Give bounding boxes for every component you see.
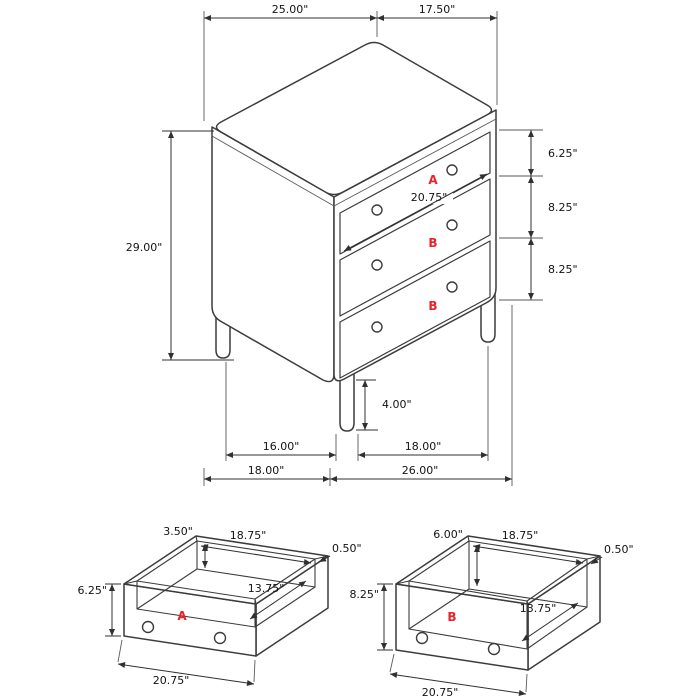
rim-miter — [123, 580, 138, 585]
dim-a-inner-width: 18.75" — [200, 529, 312, 565]
leader-line — [318, 555, 331, 563]
dim-drawer-front-width-label: 20.75" — [411, 191, 448, 204]
dim-drawer-heights: 6.25" 8.25" 8.25" — [499, 129, 578, 301]
dim-b-outer-width: 20.75" — [389, 653, 528, 699]
dim-line — [472, 544, 584, 565]
drawer-a-detail-view: A 3.50" 18.75" 0.50" 6.25" 13.75" 20.7 — [77, 525, 361, 687]
dim-line — [521, 602, 579, 642]
drawer-a-letter: A — [177, 609, 187, 623]
dim-b-inner-depth-label: 13.75" — [520, 602, 557, 615]
drawer-knob — [371, 259, 383, 271]
dim-b-inner-height-label: 6.00" — [433, 528, 463, 541]
drawer-knob — [487, 642, 501, 656]
dim-line — [249, 580, 307, 620]
dim-drawer-b2-height-label: 8.25" — [548, 263, 578, 276]
dim-top-width-label: 25.00" — [272, 3, 309, 16]
dim-b-inner-depth: 13.75" — [520, 602, 579, 642]
dim-overall-height: 29.00" — [126, 130, 234, 361]
dim-a-outer-width-label: 20.75" — [153, 674, 190, 687]
ext-line — [525, 673, 528, 693]
dim-overall-height-label: 29.00" — [126, 241, 163, 254]
rim-miter — [586, 555, 601, 560]
dim-a-inner-depth: 13.75" — [248, 580, 307, 620]
drawer-knob — [446, 219, 458, 231]
dim-leg-span-width-label: 18.00" — [405, 440, 442, 453]
dim-b-front-height-label: 8.25" — [349, 588, 379, 601]
dim-b-thickness-label: 0.50" — [604, 543, 634, 556]
dim-a-front-height: 6.25" — [77, 583, 121, 637]
drawer-knob — [371, 204, 383, 216]
drawer-knob — [415, 631, 429, 645]
chest-drawer-a-letter: A — [428, 173, 438, 187]
leader-line — [590, 556, 603, 565]
chest-isometric-view: A B B 20.75" 25.00" 17.50" 29.00" — [126, 3, 578, 486]
chest-drawer-b2-letter: B — [428, 299, 437, 313]
dim-top-depth: 17.50" — [377, 3, 498, 105]
dim-b-outer-width-label: 20.75" — [422, 686, 459, 699]
ext-line — [389, 653, 395, 673]
drawer-knob — [446, 164, 458, 176]
dim-drawer-front-width: 20.75" — [343, 173, 488, 252]
drawer-b-letter: B — [447, 610, 456, 624]
chest-drawer-b1-letter: B — [428, 236, 437, 250]
dim-line — [343, 173, 488, 252]
drawer-knob — [141, 620, 155, 634]
dim-base-depth-label: 18.00" — [248, 464, 285, 477]
dim-base-width-label: 26.00" — [402, 464, 439, 477]
dim-line — [200, 544, 312, 565]
rim-miter — [395, 580, 410, 585]
ext-line — [253, 659, 256, 683]
rim-miter — [195, 535, 198, 542]
rim-miter — [467, 535, 470, 542]
dim-drawer-a-height-label: 6.25" — [548, 147, 578, 160]
drawer-knob — [213, 631, 227, 645]
dim-a-front-height-label: 6.25" — [77, 584, 107, 597]
drawer-b-detail-view: B 6.00" 18.75" 0.50" 8.25" 13.75" 20.7 — [349, 528, 633, 699]
dim-line — [117, 662, 255, 686]
chest-drawer-b2-front — [339, 240, 491, 379]
top-slab-edge-left — [211, 135, 335, 207]
dim-leg-height: 4.00" — [356, 379, 412, 431]
dim-top-depth-label: 17.50" — [419, 3, 456, 16]
dim-leg-span-depth-label: 16.00" — [263, 440, 300, 453]
dim-a-inner-width-label: 18.75" — [230, 529, 267, 542]
dim-leg-spans: 16.00" 18.00" — [225, 346, 489, 461]
dim-a-inner-height-label: 3.50" — [163, 525, 193, 538]
drawer-knob — [446, 281, 458, 293]
dim-a-inner-depth-label: 13.75" — [248, 582, 285, 595]
dim-b-inner-width-label: 18.75" — [502, 529, 539, 542]
dim-b-side-thickness: 0.50" — [590, 543, 634, 565]
dim-a-side-thickness: 0.50" — [318, 542, 362, 563]
dim-leg-height-label: 4.00" — [382, 398, 412, 411]
ext-line — [117, 639, 123, 663]
dim-a-outer-width: 20.75" — [117, 639, 256, 687]
dim-b-front-height: 8.25" — [349, 583, 393, 651]
dim-a-thickness-label: 0.50" — [332, 542, 362, 555]
chest-front-leg — [339, 367, 355, 432]
dim-b-inner-width: 18.75" — [472, 529, 584, 565]
drawer-knob — [371, 321, 383, 333]
dim-drawer-b1-height-label: 8.25" — [548, 201, 578, 214]
dim-base-footprint: 18.00" 26.00" — [203, 305, 513, 486]
dim-line — [389, 672, 527, 696]
